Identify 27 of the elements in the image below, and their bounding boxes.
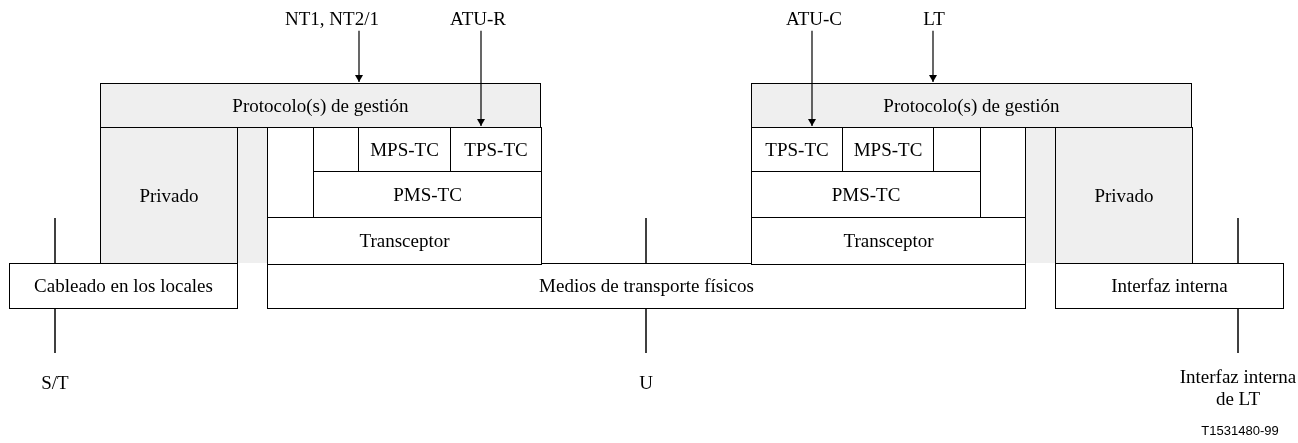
leader-arrow	[355, 30, 363, 83]
layer-box: TPS-TC	[751, 127, 843, 172]
layer-box: Transceptor	[751, 217, 1026, 265]
reference-point-label: S/T	[41, 372, 69, 394]
transmission-medium-box: Medios de transporte físicos	[267, 263, 1026, 309]
premises-wiring-box: Cableado en los locales	[9, 263, 238, 309]
dashed-modem-box	[751, 127, 1026, 265]
reference-point-label: U	[639, 372, 653, 394]
management-protocol-band: Protocolo(s) de gestión	[100, 83, 541, 128]
device-label: ATU-C	[786, 8, 842, 30]
layer-box: Transceptor	[267, 217, 542, 265]
layer-box: TPS-TC	[450, 127, 542, 172]
reference-point-label: Interfaz interna de LT	[1178, 366, 1298, 410]
leader-arrow	[929, 30, 937, 83]
internal-interface-box: Interfaz interna	[1055, 263, 1284, 309]
empty-layer-box	[980, 127, 1026, 218]
private-function-box: Privado	[100, 127, 238, 264]
empty-layer-box	[267, 127, 314, 218]
figure-code: T1531480-99	[1201, 424, 1279, 439]
device-label: ATU-R	[450, 8, 506, 30]
device-label: NT1, NT2/1	[285, 8, 379, 30]
private-function-box: Privado	[1055, 127, 1193, 264]
dashed-modem-box	[267, 127, 542, 265]
leader-arrow	[477, 30, 485, 127]
management-protocol-band: Protocolo(s) de gestión	[751, 83, 1192, 128]
device-label: LT	[923, 8, 945, 30]
leader-arrow	[808, 30, 816, 127]
